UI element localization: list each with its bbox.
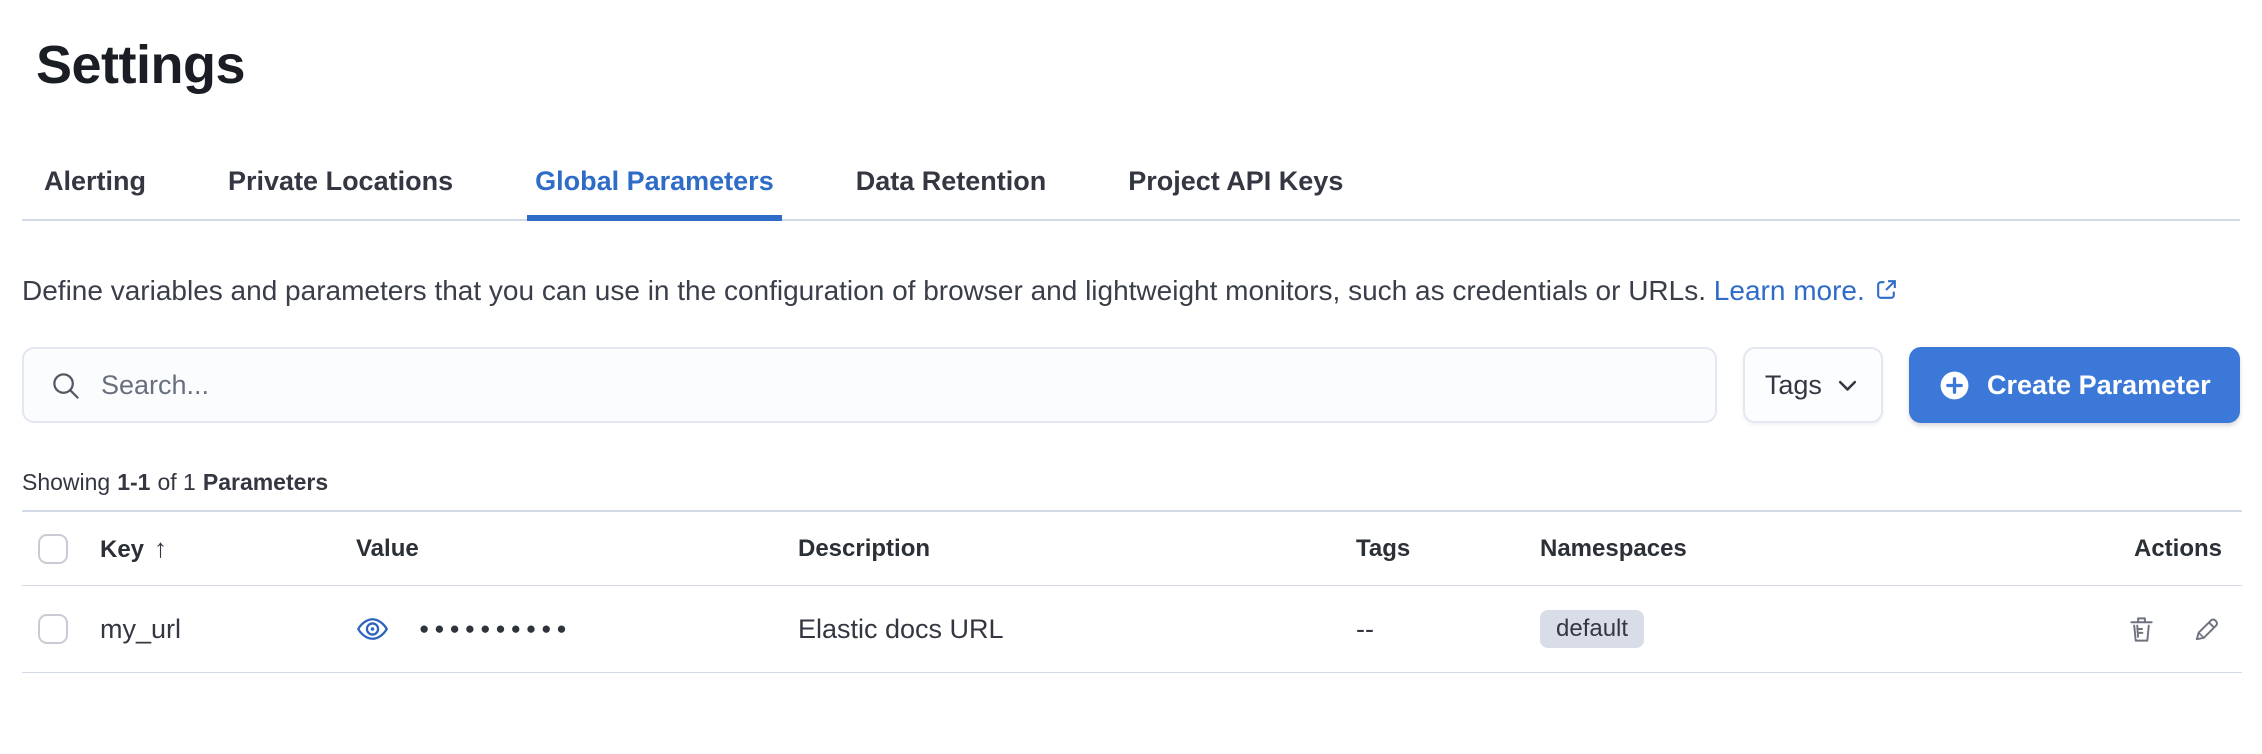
column-header-value: Value <box>348 535 790 563</box>
chevron-down-icon <box>1834 372 1861 399</box>
row-tags-empty: -- <box>1356 613 1374 644</box>
learn-more-link[interactable]: Learn more. <box>1714 275 1899 306</box>
search-icon <box>50 370 81 401</box>
tab-global-parameters[interactable]: Global Parameters <box>527 166 782 221</box>
settings-page: { "page": { "title": "Settings" }, "tabs… <box>0 34 2262 754</box>
column-header-description: Description <box>798 534 931 562</box>
column-header-key[interactable]: Key ↑ <box>92 533 348 564</box>
edit-parameter-button[interactable] <box>2191 614 2222 645</box>
row-actions <box>2092 614 2242 645</box>
create-parameter-button[interactable]: Create Parameter <box>1908 347 2240 423</box>
tab-alerting[interactable]: Alerting <box>44 166 147 196</box>
column-header-namespaces: Namespaces <box>1540 534 1687 562</box>
results-summary: Showing 1-1 of 1 Parameters <box>22 469 2240 496</box>
sort-ascending-icon: ↑ <box>154 533 168 563</box>
pencil-icon <box>2191 614 2222 645</box>
plus-in-circle-icon <box>1938 369 1971 402</box>
description: Define variables and parameters that you… <box>22 267 2062 317</box>
row-value: ●●●●●●●●●● <box>348 615 790 643</box>
row-checkbox[interactable] <box>38 614 68 644</box>
summary-prefix: Showing <box>22 469 111 495</box>
external-link-icon <box>1874 269 1899 317</box>
reveal-value-button[interactable] <box>356 615 389 643</box>
tab-private-locations[interactable]: Private Locations <box>228 166 454 196</box>
description-text: Define variables and parameters that you… <box>22 275 1707 306</box>
column-header-value-label: Value <box>356 534 419 562</box>
delete-parameter-button[interactable] <box>2126 614 2157 645</box>
row-description: Elastic docs URL <box>798 613 1004 644</box>
learn-more-label: Learn more. <box>1713 275 1865 306</box>
toolbar: Tags Create Parameter <box>22 347 2240 423</box>
trash-icon <box>2126 614 2157 645</box>
column-header-actions: Actions <box>2133 534 2222 562</box>
eye-icon <box>356 615 389 643</box>
tags-filter-button[interactable]: Tags <box>1743 347 1883 423</box>
row-key: my_url <box>100 613 182 644</box>
create-parameter-label: Create Parameter <box>1987 369 2211 400</box>
tab-data-retention[interactable]: Data Retention <box>855 166 1047 196</box>
select-all-checkbox[interactable] <box>38 533 68 564</box>
summary-entity: Parameters <box>202 469 329 495</box>
masked-value: ●●●●●●●●●● <box>419 619 572 638</box>
tab-project-api-keys[interactable]: Project API Keys <box>1128 166 1344 196</box>
column-header-tags: Tags <box>1356 534 1411 562</box>
table-row: my_url ●●●●●●●●●● Elastic docs URL -- de… <box>22 586 2242 673</box>
summary-of: of 1 <box>157 469 196 495</box>
namespace-badge: default <box>1540 610 1645 648</box>
column-header-key-label: Key <box>100 536 145 563</box>
tabs: Alerting Private Locations Global Parame… <box>22 166 2240 221</box>
row-namespaces: default <box>1532 610 2092 648</box>
search-input[interactable] <box>101 369 1689 401</box>
summary-range: 1-1 <box>117 469 151 495</box>
page-title: Settings <box>36 35 246 95</box>
tags-filter-label: Tags <box>1764 369 1822 400</box>
table-header-row: Key ↑ Value Description Tags Namespaces A… <box>22 512 2242 586</box>
search-box <box>22 347 1717 423</box>
divider <box>22 510 2242 512</box>
